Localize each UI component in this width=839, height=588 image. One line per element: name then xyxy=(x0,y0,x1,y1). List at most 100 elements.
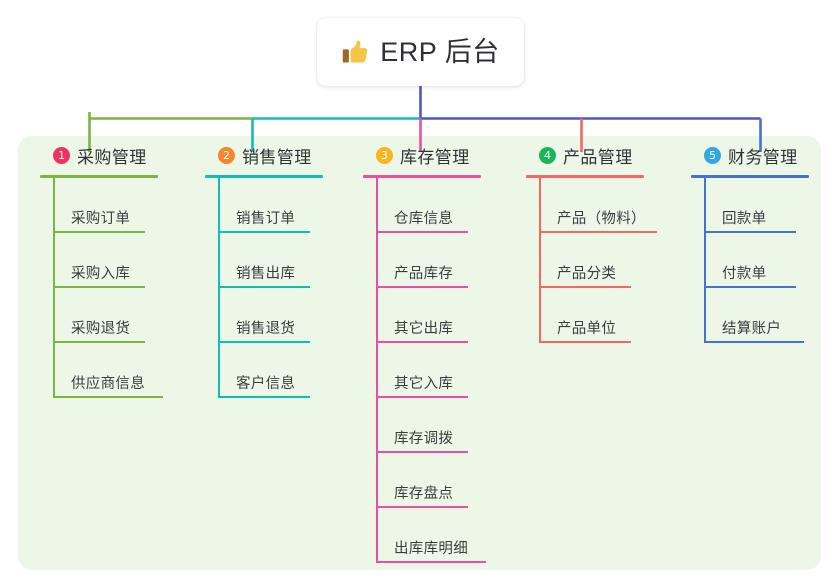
menu-item-label: 回款单 xyxy=(722,211,767,227)
menu-item[interactable]: 采购退货 xyxy=(40,288,158,343)
column-header-5[interactable]: 5 财务管理 xyxy=(691,136,809,174)
menu-item[interactable]: 产品（物料） xyxy=(526,178,657,233)
column-header-1[interactable]: 1 采购管理 xyxy=(40,136,158,174)
column-items-4: 产品（物料） 产品分类产品单位 xyxy=(526,178,657,343)
column-title-2: 销售管理 xyxy=(242,147,312,167)
menu-item[interactable]: 供应商信息 xyxy=(40,343,163,398)
menu-item-label: 其它出库 xyxy=(394,321,454,337)
thumbs-up-icon xyxy=(342,40,368,63)
menu-item-rule xyxy=(53,286,145,288)
menu-item-label: 出库库明细 xyxy=(394,541,468,557)
menu-item-label: 库存调拨 xyxy=(394,431,454,447)
column-1: 1 采购管理采购订单采购入库采购退货供应商信息 xyxy=(40,136,163,398)
column-badge-4: 4 xyxy=(539,146,556,164)
menu-item-rule xyxy=(539,286,631,288)
column-items-5: 回款单付款单结算账户 xyxy=(691,178,809,343)
menu-item[interactable]: 出库库明细 xyxy=(363,508,486,563)
menu-item-rule xyxy=(539,341,631,343)
menu-item-label: 产品（物料） xyxy=(557,211,646,227)
menu-item[interactable]: 回款单 xyxy=(691,178,809,233)
column-badge-5: 5 xyxy=(704,146,721,164)
column-header-3[interactable]: 3 库存管理 xyxy=(363,136,481,174)
column-2: 2 销售管理销售订单销售出库销售退货客户信息 xyxy=(205,136,323,398)
menu-item-label: 仓库信息 xyxy=(394,211,454,227)
column-spine-5 xyxy=(704,178,706,343)
menu-item-label: 产品分类 xyxy=(557,266,617,282)
menu-item[interactable]: 销售订单 xyxy=(205,178,323,233)
menu-item-rule xyxy=(53,396,163,398)
column-badge-1: 1 xyxy=(53,146,70,164)
menu-item-rule xyxy=(376,286,468,288)
menu-item[interactable]: 库存调拨 xyxy=(363,398,481,453)
column-spine-1 xyxy=(53,178,55,398)
menu-item-label: 采购订单 xyxy=(71,211,131,227)
menu-item[interactable]: 库存盘点 xyxy=(363,453,481,508)
menu-item[interactable]: 客户信息 xyxy=(205,343,323,398)
column-rule-4 xyxy=(526,175,644,178)
menu-item-label: 销售订单 xyxy=(236,211,296,227)
menu-item[interactable]: 其它入库 xyxy=(363,343,481,398)
menu-item-label: 库存盘点 xyxy=(394,486,454,502)
menu-item[interactable]: 产品库存 xyxy=(363,233,481,288)
menu-item[interactable]: 仓库信息 xyxy=(363,178,481,233)
menu-item-label: 销售出库 xyxy=(236,266,296,282)
menu-item[interactable]: 采购入库 xyxy=(40,233,158,288)
menu-item-rule xyxy=(376,231,468,233)
column-header-4[interactable]: 4 产品管理 xyxy=(526,136,646,174)
column-title-5: 财务管理 xyxy=(728,147,798,167)
root-node[interactable]: ERP 后台 xyxy=(317,18,524,86)
menu-item-rule xyxy=(376,506,468,508)
column-title-3: 库存管理 xyxy=(400,147,470,167)
menu-item-rule xyxy=(704,231,796,233)
menu-item-label: 客户信息 xyxy=(236,376,296,392)
menu-item-label: 其它入库 xyxy=(394,376,454,392)
column-header-2[interactable]: 2 销售管理 xyxy=(205,136,323,174)
menu-item-rule xyxy=(218,231,310,233)
menu-item-rule xyxy=(704,286,796,288)
column-items-2: 销售订单销售出库销售退货客户信息 xyxy=(205,178,323,398)
menu-item-rule xyxy=(218,286,310,288)
menu-item-rule xyxy=(376,451,468,453)
menu-item-label: 结算账户 xyxy=(722,321,782,337)
menu-item-rule xyxy=(53,341,145,343)
root-node-label: ERP 后台 xyxy=(380,36,500,67)
menu-item-label: 销售退货 xyxy=(236,321,296,337)
menu-item[interactable]: 其它出库 xyxy=(363,288,481,343)
column-badge-2: 2 xyxy=(218,146,235,164)
column-spine-4 xyxy=(539,178,541,343)
column-badge-3: 3 xyxy=(376,146,393,164)
column-rule-2 xyxy=(205,175,323,178)
menu-item-rule xyxy=(704,341,804,343)
column-5: 5 财务管理回款单付款单结算账户 xyxy=(691,136,809,343)
column-items-1: 采购订单采购入库采购退货供应商信息 xyxy=(40,178,163,398)
menu-item-label: 供应商信息 xyxy=(71,376,145,392)
column-4: 4 产品管理产品（物料） 产品分类产品单位 xyxy=(526,136,657,343)
column-rule-3 xyxy=(363,175,481,178)
menu-item-label: 产品单位 xyxy=(557,321,617,337)
menu-item-rule xyxy=(218,341,310,343)
menu-item[interactable]: 采购订单 xyxy=(40,178,158,233)
column-spine-2 xyxy=(218,178,220,398)
column-title-1: 采购管理 xyxy=(77,147,147,167)
menu-item[interactable]: 销售退货 xyxy=(205,288,323,343)
menu-item-rule xyxy=(376,396,468,398)
menu-item-label: 付款单 xyxy=(722,266,767,282)
menu-item[interactable]: 付款单 xyxy=(691,233,809,288)
menu-item[interactable]: 销售出库 xyxy=(205,233,323,288)
column-spine-3 xyxy=(376,178,378,563)
menu-item-rule xyxy=(218,396,310,398)
menu-item-rule xyxy=(53,231,145,233)
column-3: 3 库存管理仓库信息产品库存其它出库其它入库库存调拨库存盘点出库库明细 xyxy=(363,136,486,563)
column-title-4: 产品管理 xyxy=(563,147,633,167)
column-rule-5 xyxy=(691,175,809,178)
menu-item-label: 采购入库 xyxy=(71,266,131,282)
menu-item-rule xyxy=(376,341,468,343)
menu-item[interactable]: 产品单位 xyxy=(526,288,646,343)
menu-item-rule xyxy=(376,561,486,563)
columns-container: 1 采购管理采购订单采购入库采购退货供应商信息 2 销售管理销售订单销售出库销售退货客… xyxy=(18,136,821,570)
column-items-3: 仓库信息产品库存其它出库其它入库库存调拨库存盘点出库库明细 xyxy=(363,178,486,563)
menu-item[interactable]: 产品分类 xyxy=(526,233,646,288)
menu-item[interactable]: 结算账户 xyxy=(691,288,809,343)
menu-item-label: 产品库存 xyxy=(394,266,454,282)
